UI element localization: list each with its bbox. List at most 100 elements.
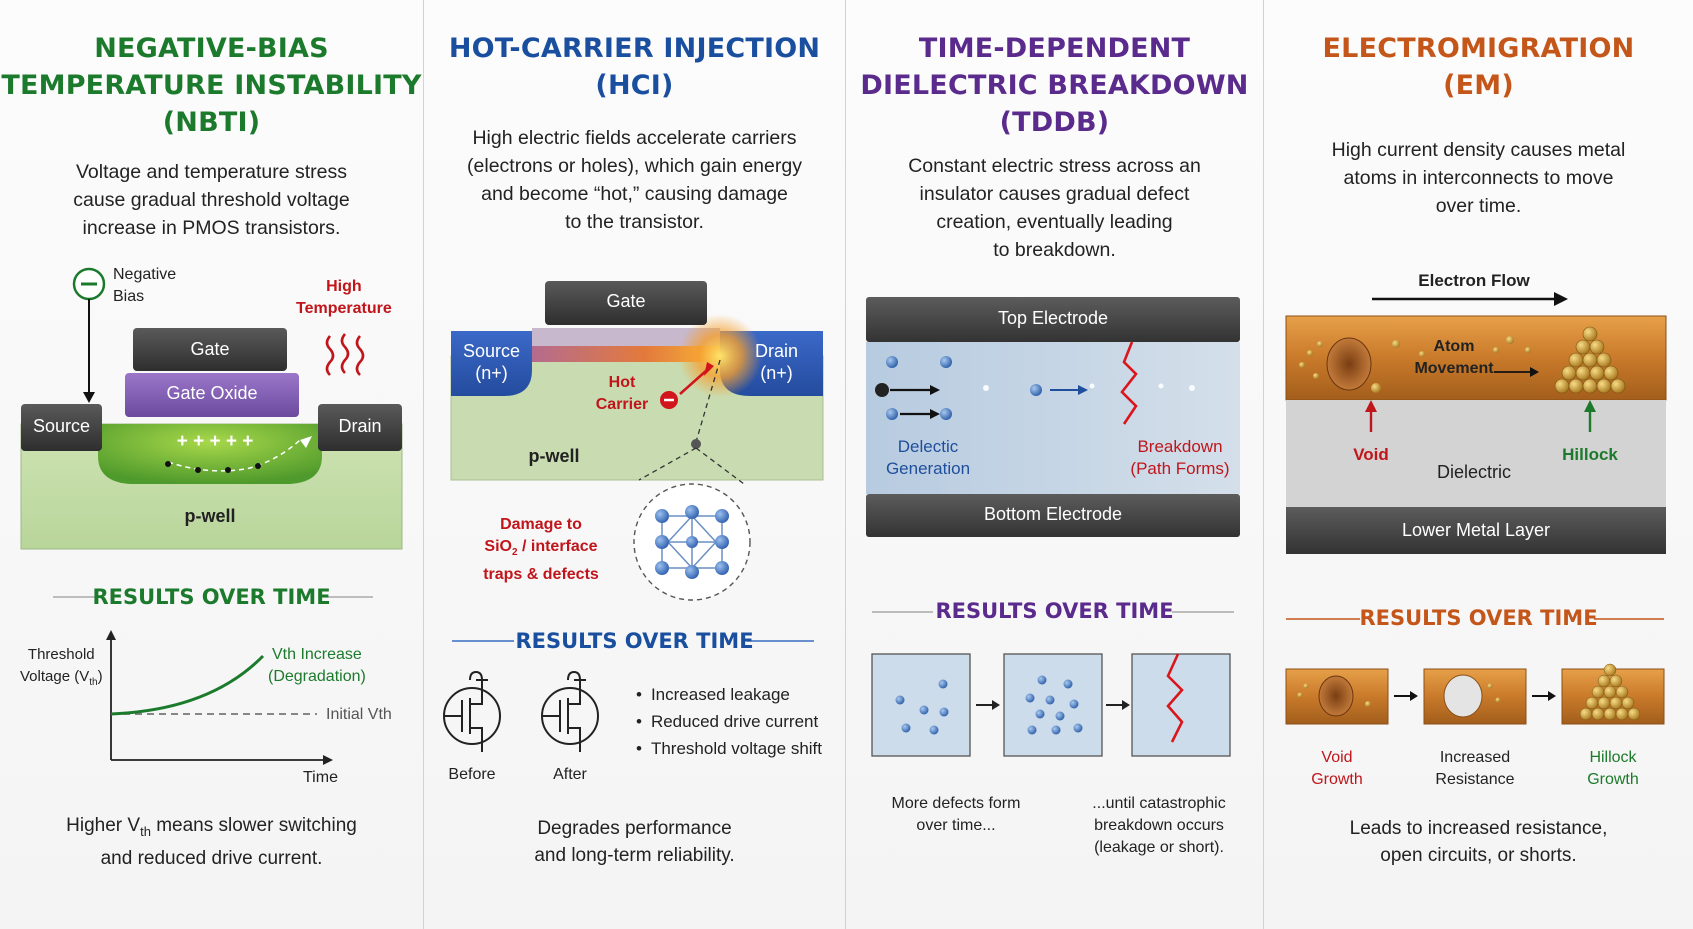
hci-description-line: (electrons or holes), which gain energy — [467, 155, 802, 177]
tddb-title-line: TIME-DEPENDENT — [918, 33, 1191, 64]
hci-footer: Degrades performance and long-term relia… — [534, 818, 735, 866]
nbti-gate-oxide-label: Gate Oxide — [166, 383, 258, 403]
nbti-description: Voltage and temperature stress cause gra… — [0, 158, 423, 242]
hot-carrier-label: Hot Carrier — [595, 374, 649, 413]
top-electrode-label: Top Electrode — [997, 308, 1109, 328]
heat-waves-icon — [325, 333, 365, 376]
hci-oxide — [532, 344, 720, 362]
breakdown-label: Breakdown (Path Forms) — [1130, 437, 1230, 478]
nbti-title-line: (NBTI) — [162, 107, 261, 138]
panel-em: ELECTROMIGRATION (EM) High current densi… — [1264, 0, 1693, 929]
nbti-drain-block — [318, 404, 402, 451]
em-dielectric — [1286, 400, 1666, 507]
hci-title: HOT-CARRIER INJECTION (HCI) — [424, 30, 845, 104]
em-graphics — [1285, 292, 1667, 725]
nbti-gate — [133, 328, 287, 371]
nbti-source-label: Source — [32, 416, 91, 436]
hci-gate — [545, 281, 707, 325]
defect-generation-label: Delectic Generation — [885, 437, 971, 478]
void-label: Void — [1353, 445, 1389, 464]
hci-description-line: and become “hot,” causing damage — [481, 183, 788, 205]
tddb-description-line: creation, eventually leading — [936, 211, 1173, 233]
hci-title-line: (HCI) — [595, 70, 674, 101]
void-growth-label: Void Growth — [1311, 749, 1363, 788]
hillock-growth-label: Hillock Growth — [1587, 749, 1639, 788]
panel-tddb: TIME-DEPENDENT DIELECTRIC BREAKDOWN (TDD… — [846, 0, 1264, 929]
hillock-label: Hillock — [1562, 445, 1618, 464]
hci-source-label: Source (n+) — [462, 341, 521, 383]
hci-title-line: HOT-CARRIER INJECTION — [448, 33, 821, 64]
hci-source — [451, 331, 532, 396]
hci-results-title: RESULTS OVER TIME — [515, 629, 754, 653]
vth-increase-label: Vth Increase (Degradation) — [268, 646, 366, 685]
em-description-line: atoms in interconnects to move — [1343, 167, 1614, 189]
lower-metal-label: Lower Metal Layer — [1401, 520, 1551, 540]
tddb-graphics — [866, 297, 1240, 757]
defect-stage-2 — [1003, 653, 1103, 757]
em-footer: Leads to increased resistance, open circ… — [1349, 818, 1608, 866]
defect-stage-1 — [871, 653, 971, 757]
tddb-description-line: to breakdown. — [993, 239, 1116, 261]
list-item: Threshold voltage shift — [636, 735, 822, 762]
transistor-before-icon — [443, 670, 501, 752]
list-item: Increased leakage — [636, 681, 822, 708]
defect-stage-3 — [1131, 653, 1231, 757]
nbti-description-line: Voltage and temperature stress — [76, 161, 347, 183]
hci-graphics — [443, 281, 824, 752]
em-title: ELECTROMIGRATION (EM) — [1264, 30, 1693, 104]
nbti-results-title: RESULTS OVER TIME — [92, 585, 331, 609]
nbti-title-line: TEMPERATURE INSTABILITY — [1, 70, 422, 101]
high-temperature-label: High Temperature — [296, 278, 392, 317]
void-icon — [1326, 337, 1372, 391]
em-results-title: RESULTS OVER TIME — [1359, 606, 1598, 630]
em-description-line: High current density causes metal — [1331, 139, 1626, 161]
chart-x-label: Time — [303, 769, 338, 786]
hci-description-line: to the transistor. — [565, 211, 704, 233]
atom-movement-label: Atom Movement — [1414, 338, 1494, 377]
list-item: Reduced drive current — [636, 708, 822, 735]
em-title-line: (EM) — [1443, 70, 1514, 101]
transistor-after-icon — [541, 670, 599, 752]
hci-pwell-label: p-well — [528, 446, 580, 466]
tddb-description-line: insulator causes gradual defect — [919, 183, 1190, 205]
tddb-results-title: RESULTS OVER TIME — [935, 599, 1174, 623]
tddb-description-line: Constant electric stress across an — [908, 155, 1201, 177]
hci-drain-label: Drain (n+) — [754, 341, 798, 383]
nbti-footer: Higher Vth means slower switching and re… — [66, 815, 357, 869]
em-description: High current density causes metal atoms … — [1264, 136, 1693, 220]
hillock-icon — [1554, 326, 1626, 394]
electron-flow-label: Electron Flow — [1418, 271, 1530, 290]
nbti-gate-label: Gate — [190, 339, 230, 359]
hci-results-list: Increased leakage Reduced drive current … — [636, 681, 822, 762]
dielectric-label: Dielectric — [1436, 462, 1511, 482]
nbti-channel — [98, 424, 322, 484]
tddb-title-line: (TDDB) — [999, 107, 1110, 138]
lower-metal-layer — [1286, 507, 1666, 554]
increased-resistance-label: Increased Resistance — [1435, 749, 1515, 788]
nbti-graphics — [20, 267, 403, 765]
damage-label: Damage to SiO2 / interface traps & defec… — [483, 516, 599, 584]
tddb-title: TIME-DEPENDENT DIELECTRIC BREAKDOWN (TDD… — [846, 30, 1263, 141]
initial-vth-label: Initial Vth — [326, 706, 392, 723]
positive-charges: + + + + + — [176, 431, 254, 452]
hci-gate-label: Gate — [606, 291, 646, 311]
tddb-title-line: DIELECTRIC BREAKDOWN — [860, 70, 1249, 101]
tddb-caption-left: More defects form over time... — [891, 795, 1021, 834]
nbti-description-line: cause gradual threshold voltage — [73, 189, 350, 211]
nbti-pwell-label: p-well — [184, 506, 236, 526]
bottom-electrode-label: Bottom Electrode — [983, 504, 1123, 524]
before-label: Before — [448, 766, 496, 783]
tddb-dielectric — [866, 342, 1240, 494]
panel-hci: HOT-CARRIER INJECTION (HCI) High electri… — [424, 0, 846, 929]
nbti-gate-oxide — [125, 373, 299, 417]
em-title-line: ELECTROMIGRATION — [1322, 33, 1635, 64]
chart-y-label: Threshold Voltage (Vth) — [20, 646, 103, 688]
after-label: After — [553, 766, 587, 783]
panel-nbti: NEGATIVE-BIAS TEMPERATURE INSTABILITY (N… — [0, 0, 424, 929]
top-electrode — [866, 297, 1240, 342]
breakdown-path — [1120, 341, 1138, 425]
em-description-line: over time. — [1435, 195, 1522, 217]
nbti-description-line: increase in PMOS transistors. — [82, 217, 341, 239]
tddb-description: Constant electric stress across an insul… — [846, 152, 1263, 264]
